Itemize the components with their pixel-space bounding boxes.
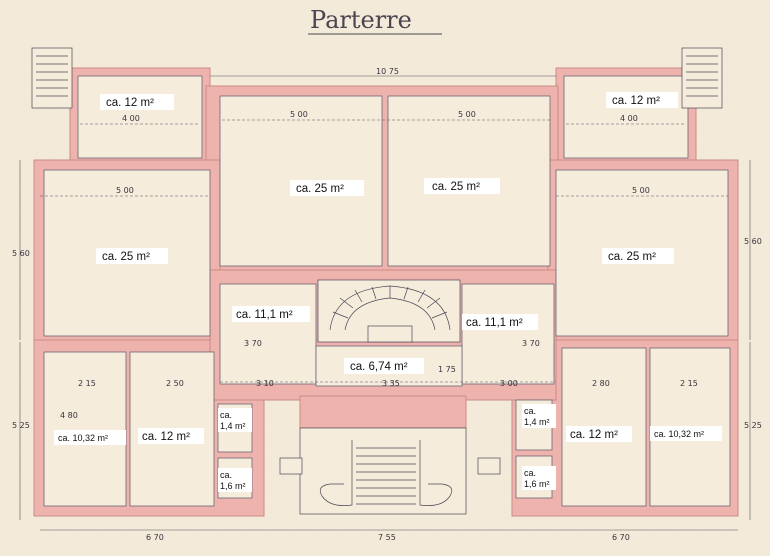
dim-text: 3 35 — [382, 379, 400, 388]
dim-text: 6 70 — [146, 533, 164, 542]
corner-stairs — [31, 47, 723, 109]
dim-text: 2 50 — [166, 379, 184, 388]
dim-text: 10 75 — [376, 67, 399, 76]
dim-text: 2 15 — [78, 379, 96, 388]
room-label-wc-right-lower: ca. — [524, 468, 536, 478]
room-label-wc-right-upper-area: 1,4 m² — [524, 417, 550, 427]
room-label-se-room: ca. 12 m² — [570, 429, 618, 441]
dim-text: 5 25 — [12, 421, 30, 430]
room-label-sw-room: ca. 12 m² — [142, 431, 190, 443]
room-label-center-left: ca. 25 m² — [296, 183, 344, 195]
room-label-east-large: ca. 25 m² — [608, 251, 656, 263]
room-label-se-corner: ca. 10,32 m² — [654, 429, 704, 439]
dim-text: 5 25 — [744, 421, 762, 430]
room-interiors — [43, 75, 731, 507]
room-label-wc-left-upper-area: 1,4 m² — [220, 421, 246, 431]
room-label-wc-left-lower-area: 1,6 m² — [220, 481, 246, 491]
dimension-lines — [19, 75, 751, 531]
dim-text: 1 75 — [438, 365, 456, 374]
dim-text: 5 60 — [744, 237, 762, 246]
room-label-wc-left-lower: ca. — [220, 470, 232, 480]
dim-text: 4 00 — [620, 114, 638, 123]
room-label-nw-small: ca. 12 m² — [106, 97, 154, 109]
central-staircase — [317, 279, 461, 343]
dim-text: 5 60 — [12, 249, 30, 258]
room-label-wc-left-upper: ca. — [220, 410, 232, 420]
room-label-hall: ca. 6,74 m² — [350, 361, 408, 373]
room-label-center-right: ca. 25 m² — [432, 181, 480, 193]
dim-text: 3 00 — [500, 379, 518, 388]
dim-text: 2 15 — [680, 379, 698, 388]
dim-text: 5 00 — [290, 110, 308, 119]
room-label-right-mid: ca. 11,1 m² — [466, 317, 523, 329]
dim-text: 4 00 — [122, 114, 140, 123]
room-label-ne-small: ca. 12 m² — [612, 95, 660, 107]
dim-text: 5 00 — [632, 186, 650, 195]
dim-text: 5 00 — [458, 110, 476, 119]
plan-title: Parterre — [310, 6, 412, 34]
dimension-labels: 10 75 4 00 5 00 5 00 4 00 5 00 5 00 5 60… — [12, 67, 762, 542]
dim-text: 6 70 — [612, 533, 630, 542]
room-label-wc-right-lower-area: 1,6 m² — [524, 479, 550, 489]
room-label-sw-corner: ca. 10,32 m² — [58, 433, 108, 443]
dim-text: 4 80 — [60, 411, 78, 420]
dim-text: 2 80 — [592, 379, 610, 388]
dim-text: 7 55 — [378, 533, 396, 542]
dim-text: 3 10 — [256, 379, 274, 388]
room-label-west-large: ca. 25 m² — [102, 251, 150, 263]
entrance-steps — [279, 427, 501, 515]
room-labels: ca. 12 m² ca. 12 m² ca. 25 m² ca. 25 m² … — [54, 92, 722, 492]
dim-text: 3 70 — [244, 339, 262, 348]
room-label-left-mid: ca. 11,1 m² — [236, 309, 293, 321]
room-label-wc-right-upper: ca. — [524, 406, 536, 416]
dim-text: 3 70 — [522, 339, 540, 348]
dim-text: 5 00 — [116, 186, 134, 195]
